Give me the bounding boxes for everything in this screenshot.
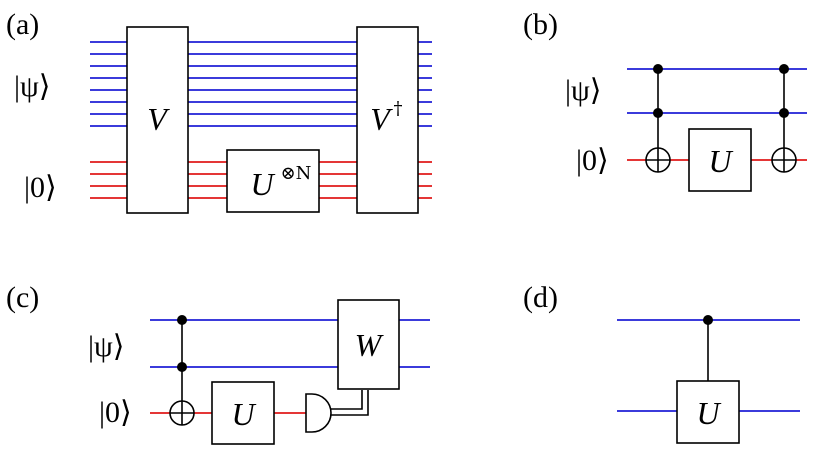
panel-d-controlled-u: U: [676, 315, 740, 444]
panel-c-measurement: [305, 393, 332, 433]
svg-text:V: V: [147, 101, 170, 137]
panel-b-label: (b): [523, 8, 558, 41]
panel-a-gate-v-dagger: V †: [356, 26, 419, 214]
panel-b-psi-label: |ψ⟩: [565, 74, 602, 107]
svg-text:U: U: [250, 166, 275, 202]
panel-b-gate-u: U: [688, 128, 752, 192]
svg-text:⊗N: ⊗N: [281, 163, 312, 184]
panel-c-toffoli: [169, 315, 195, 426]
panel-b: (b) U |ψ⟩ |0⟩: [523, 8, 807, 192]
panel-a-gate-u-tensor: U ⊗N: [226, 149, 320, 213]
panel-a: (a) V U ⊗N: [6, 8, 432, 214]
panel-c-psi-label: |ψ⟩: [88, 330, 125, 363]
svg-text:U: U: [231, 396, 256, 432]
panel-a-zero-label: |0⟩: [24, 171, 57, 204]
panel-c-zero-label: |0⟩: [99, 396, 132, 429]
svg-text:V: V: [370, 101, 393, 137]
panel-d-control-dot: [703, 315, 713, 325]
panel-c: (c) U W |ψ: [6, 281, 430, 445]
panel-a-gate-v: V: [126, 26, 189, 214]
panel-a-label: (a): [6, 8, 39, 41]
panel-b-zero-label: |0⟩: [576, 144, 609, 177]
panel-b-toffoli-2: [771, 64, 797, 173]
panel-d: (d) U: [523, 281, 800, 444]
panel-c-classical-wire: [327, 390, 369, 416]
svg-text:U: U: [708, 143, 733, 179]
panel-a-psi-label: |ψ⟩: [14, 70, 51, 103]
panel-c-gate-u: U: [211, 381, 275, 445]
svg-text:†: †: [394, 98, 403, 119]
svg-text:W: W: [355, 327, 385, 363]
panel-c-label: (c): [6, 281, 39, 314]
panel-d-label: (d): [523, 281, 558, 314]
panel-b-toffoli-1: [645, 64, 671, 173]
panel-c-gate-w: W: [337, 299, 400, 390]
svg-text:U: U: [696, 395, 721, 431]
